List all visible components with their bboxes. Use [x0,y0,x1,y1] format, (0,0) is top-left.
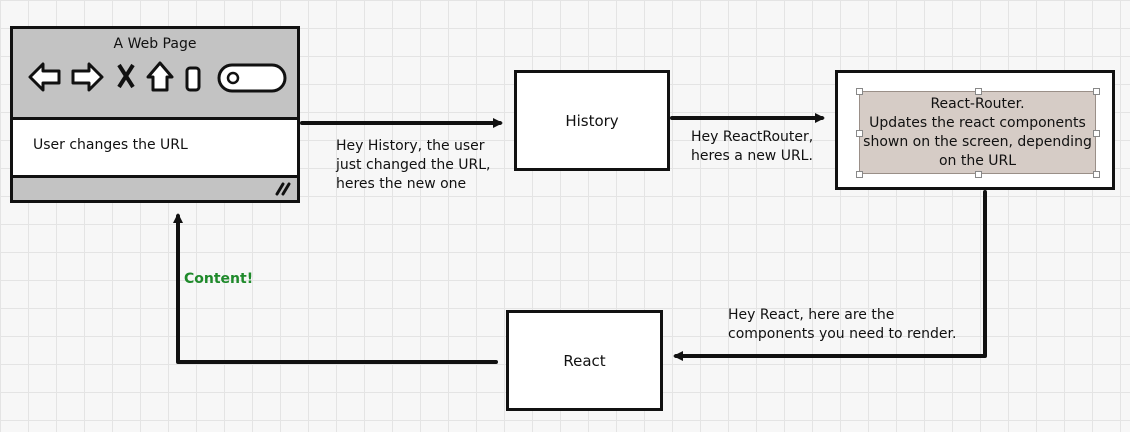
arrow-react-to-browser [173,213,498,364]
close-icon[interactable] [117,63,135,89]
home-icon[interactable] [146,61,174,92]
browser-window: A Web Page User changes the URL [10,26,300,203]
edge-label-content: Content! [184,271,254,287]
selection-handle [856,88,863,95]
browser-body: User changes the URL [13,117,297,178]
browser-body-text: User changes the URL [33,137,188,153]
history-label: History [565,111,619,130]
back-arrow-icon[interactable] [28,62,61,92]
bookmark-icon[interactable] [185,66,201,92]
edge-label-browser-to-history: Hey History, the user just changed the U… [336,138,491,192]
browser-toolbar [28,61,287,93]
browser-title: A Web Page [113,36,197,52]
selection-handle [856,171,863,178]
react-node: React [506,310,663,411]
selection-handle [1093,88,1100,95]
selection-handle [975,88,982,95]
resize-grip-icon[interactable] [275,182,291,196]
search-icon [226,71,240,85]
edge-label-router-to-react: Hey React, here are the components you n… [728,307,957,342]
arrow-router-to-react [673,190,987,361]
react-router-node: React-Router. Updates the react componen… [835,70,1115,190]
search-bar[interactable] [217,63,287,93]
selection-handle [1093,130,1100,137]
selection-handle [856,130,863,137]
react-label: React [563,351,606,370]
edge-label-history-to-router: Hey ReactRouter, heres a new URL. [691,129,814,164]
react-router-text: React-Router. Updates the react componen… [859,91,1096,174]
forward-arrow-icon[interactable] [71,62,104,92]
history-node: History [514,70,670,171]
selection-handle [975,171,982,178]
selection-handle [1093,171,1100,178]
